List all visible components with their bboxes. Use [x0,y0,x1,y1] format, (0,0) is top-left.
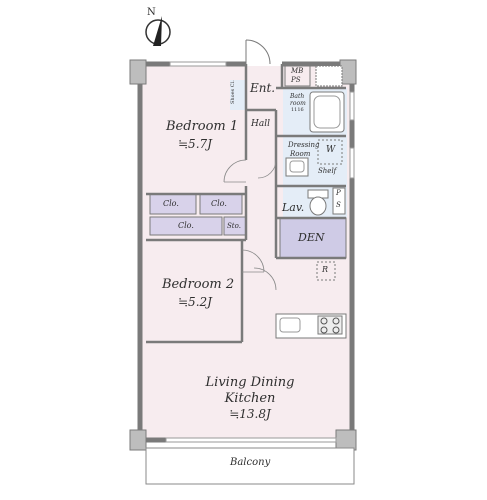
refrigerator-spot [316,261,336,281]
dressing-label-2: Room [290,150,311,158]
balcony-outline [145,447,355,485]
ps-label-top: PS [291,76,301,84]
interior-walls [146,64,346,344]
toilet [307,189,329,216]
mb-ps-box [284,65,311,87]
washer-spot [317,139,343,165]
storage-label: Sto. [227,222,241,230]
den-label: DEN [298,231,325,244]
ps-label-2: S [336,201,341,209]
bathtub [309,91,345,133]
bath-label-2: room [290,100,306,107]
closet-2-label: Clo. [211,199,227,208]
balcony-label: Balcony [230,457,271,468]
entrance-door [245,39,271,65]
shelf-label: Shelf [318,167,337,175]
kitchen-counter [275,313,347,339]
ps-shaft [332,187,346,215]
compass-icon [145,16,171,46]
refrigerator-label: R [322,265,329,274]
bath-label-1: Bath [290,93,305,100]
lavatory-label: Lav. [282,201,305,214]
bath-label-3: 1116 [291,107,304,113]
mb-label: MB [291,67,304,75]
compass-label: N [147,7,156,18]
washbasin [285,157,309,177]
bedroom-2-name: Bedroom 2 [162,277,235,292]
closet-1-label: Clo. [163,199,179,208]
ldk-name-line1: Living Dining [205,375,295,390]
ldk-size: ≒13.8J [229,407,271,421]
washer-label: W [326,145,336,155]
bedroom-2-size: ≒5.2J [178,295,212,309]
meter-box [315,65,343,87]
ps-label-1: P [336,189,341,197]
closet-3-label: Clo. [178,221,194,230]
shoe-closet-label: Shoes Cl. [230,80,236,104]
entrance-label: Ent. [250,81,276,95]
closet-3-floor [149,216,223,236]
hall-label: Hall [251,119,270,129]
door-swings [223,159,277,291]
bedroom-1-size: ≒5.7J [178,137,212,151]
bedroom-1-name: Bedroom 1 [166,119,239,134]
dressing-label-1: Dressing [288,141,320,149]
shoe-closet-floor [230,80,246,110]
ldk-name-line2: Kitchen [224,391,276,406]
den-floor [279,217,347,259]
windows [165,61,355,443]
